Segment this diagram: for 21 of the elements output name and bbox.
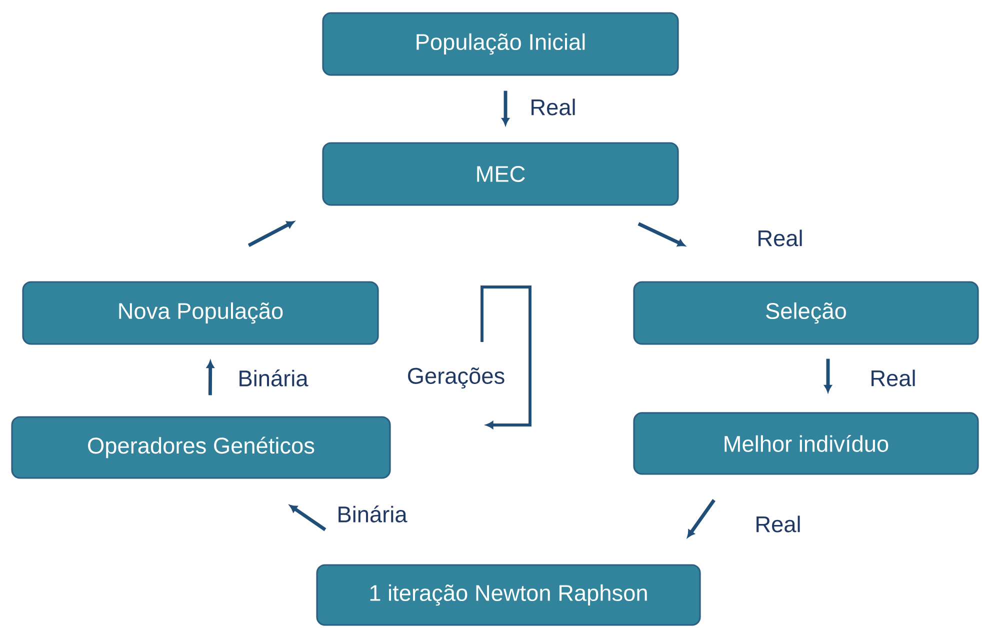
- edge-label: Binária: [335, 504, 409, 524]
- arrow: [502, 90, 510, 126]
- process-box: Nova População: [22, 281, 379, 345]
- process-box: População Inicial: [322, 12, 679, 76]
- process-box: Seleção: [633, 281, 979, 345]
- edge-label: Real: [528, 97, 578, 117]
- edge-label: Binária: [236, 368, 310, 388]
- edge-label: Real: [753, 514, 803, 534]
- process-box: Melhor indivíduo: [633, 412, 979, 475]
- arrow: [206, 360, 214, 396]
- arrow: [248, 221, 294, 247]
- arrow: [290, 504, 326, 532]
- process-box: MEC: [322, 142, 679, 206]
- process-box: 1 iteração Newton Raphson: [316, 564, 701, 626]
- arrow: [687, 499, 716, 538]
- loop-label: Gerações: [406, 366, 506, 390]
- edge-label: Real: [755, 228, 805, 248]
- arrow: [824, 358, 832, 392]
- edge-label: Real: [868, 368, 918, 388]
- process-box: Operadores Genéticos: [11, 416, 391, 479]
- arrow: [638, 222, 686, 246]
